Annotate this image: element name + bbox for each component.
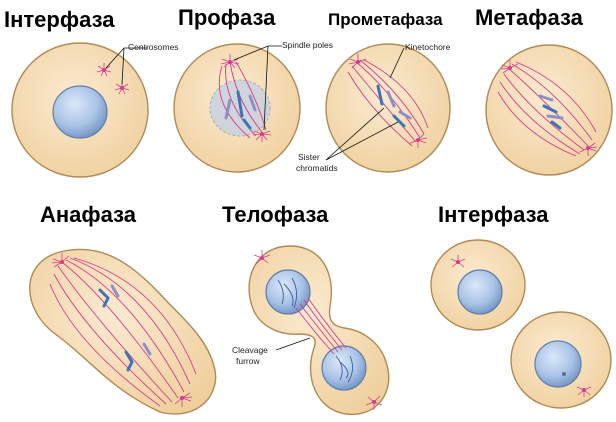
cell-anaphase (29, 248, 217, 415)
phase-title-metaphase: Метафаза (475, 5, 584, 30)
label-cleavage-furrow-line2: furrow (236, 356, 260, 366)
centrosomes-leader (105, 47, 148, 85)
cell-interphase-1 (11, 42, 149, 178)
cell-telophase (248, 245, 390, 415)
phase-title-telophase: Телофаза (222, 202, 329, 227)
cell-interphase-2-bottom (510, 311, 612, 409)
phase-title-interphase-2: Інтерфаза (438, 202, 549, 227)
phase-title-prophase: Профаза (178, 5, 276, 30)
label-kinetochore: Kinetochore (405, 42, 451, 52)
cell-prophase (173, 43, 301, 173)
cleavage-furrow-leader (275, 337, 311, 351)
cell-interphase-2-top (430, 239, 526, 331)
label-centrosomes: Centrosomes (128, 42, 179, 52)
spindle-poles-leader (233, 45, 282, 131)
phase-title-anaphase: Анафаза (40, 202, 137, 227)
centrosomes-icon (96, 63, 130, 95)
cell-metaphase (485, 44, 613, 176)
label-sister-chromatids-line1: Sister (298, 152, 320, 162)
label-sister-chromatids-line2: chromatids (296, 163, 338, 173)
label-spindle-poles: Spindle poles (282, 40, 333, 50)
sister-chromatids-leader (325, 107, 399, 161)
phase-title-interphase: Інтерфаза (4, 7, 115, 32)
cell-prometaphase (325, 43, 451, 173)
kinetochore-leader (389, 47, 405, 79)
label-cleavage-furrow-line1: Cleavage (232, 345, 268, 355)
phase-title-prometaphase: Прометафаза (328, 10, 443, 29)
